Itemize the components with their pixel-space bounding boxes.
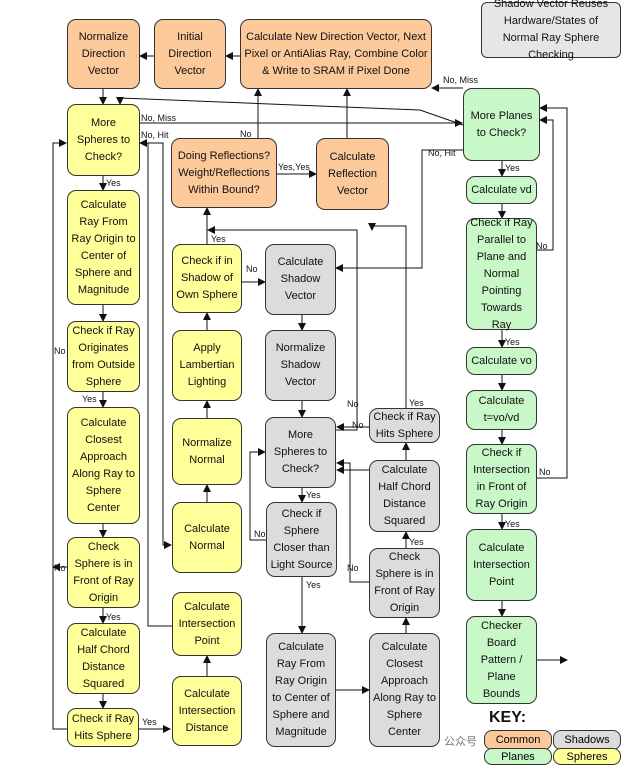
doing-reflections-decision: Doing Reflections? Weight/Reflections Wi… bbox=[171, 138, 277, 208]
check-sphere-in-front: Check Sphere is in Front of Ray Origin bbox=[67, 537, 140, 608]
label-no-reflections: No bbox=[240, 129, 252, 139]
edge-planes-nohit-to-spheres bbox=[116, 97, 464, 126]
calculate-intersection-point: Calculate Intersection Point bbox=[172, 592, 242, 656]
label-no-shadow-own: No bbox=[246, 264, 258, 274]
label-yes-planes: Yes bbox=[505, 163, 520, 173]
label-yes-spheres: Yes bbox=[106, 178, 121, 188]
edge-planes-nohit-to-shadowvector bbox=[335, 149, 463, 272]
label-yes-morespheres-shadow: Yes bbox=[306, 490, 321, 500]
calculate-new-direction-vector: Calculate New Direction Vector, Next Pix… bbox=[240, 19, 432, 89]
edge-morespheres-no-to-reflections bbox=[207, 226, 358, 431]
label-yes-yes: Yes,Yes bbox=[278, 162, 310, 172]
label-no-parallel: No bbox=[536, 241, 548, 251]
calculate-t: Calculate t=vo/vd bbox=[466, 390, 537, 430]
more-spheres-shadow-check: More Spheres to Check? bbox=[265, 417, 336, 488]
half-chord-shadow: Calculate Half Chord Distance Squared bbox=[369, 460, 440, 532]
calculate-half-chord: Calculate Half Chord Distance Squared bbox=[67, 623, 140, 694]
key-title: KEY: bbox=[489, 709, 527, 726]
normalize-normal: Normalize Normal bbox=[172, 418, 242, 485]
label-yes-half-chord-shadow: Yes bbox=[409, 537, 424, 547]
check-ray-outside-sphere: Check if Ray Originates from Outside Sph… bbox=[67, 321, 140, 392]
label-no-miss-planes: No, Miss bbox=[443, 75, 479, 85]
label-yes-shadow-own: Yes bbox=[211, 234, 226, 244]
label-no-morespheres-shadow: No bbox=[347, 399, 359, 409]
calculate-intersection-distance: Calculate Intersection Distance bbox=[172, 676, 242, 746]
check-sphere-closer-than-light: Check if Sphere Closer than Light Source bbox=[266, 502, 337, 577]
shadow-reuse-note: Shadow Vector Reuses Hardware/States of … bbox=[481, 0, 621, 61]
label-yes-outside: Yes bbox=[82, 394, 97, 404]
check-ray-parallel-to-plane: Check if Ray Parallel to Plane and Norma… bbox=[466, 217, 537, 331]
normalize-shadow-vector: Normalize Shadow Vector bbox=[265, 330, 336, 401]
label-no-front: No bbox=[54, 563, 66, 573]
check-sphere-front-shadow: Check Sphere is in Front of Ray Origin bbox=[369, 548, 440, 618]
calculate-vd: Calculate vd bbox=[466, 176, 537, 204]
calculate-shadow-vector: Calculate Shadow Vector bbox=[265, 244, 336, 315]
label-yes-front: Yes bbox=[106, 612, 121, 622]
label-yes-hits-shadow: Yes bbox=[409, 398, 424, 408]
calculate-reflection-vector: Calculate Reflection Vector bbox=[316, 138, 389, 210]
key-common: Common bbox=[484, 730, 552, 750]
key-spheres: Spheres bbox=[553, 748, 621, 765]
label-no-outside: No bbox=[54, 346, 66, 356]
check-ray-hits-sphere: Check if Ray Hits Sphere bbox=[67, 708, 139, 747]
closest-approach-shadow: Calculate Closest Approach Along Ray to … bbox=[369, 633, 440, 747]
apply-lambertian-lighting: Apply Lambertian Lighting bbox=[172, 330, 242, 401]
key-planes: Planes bbox=[484, 748, 552, 765]
label-yes-parallel: Yes bbox=[505, 337, 520, 347]
more-spheres-to-check: More Spheres to Check? bbox=[67, 104, 140, 176]
calculate-closest-approach: Calculate Closest Approach Along Ray to … bbox=[67, 407, 140, 524]
key-shadows: Shadows bbox=[553, 730, 621, 750]
label-no-intersection-front: No bbox=[539, 467, 551, 477]
edge-closer-no-to-morespheres bbox=[249, 448, 266, 541]
watermark: 公众号 bbox=[444, 736, 477, 748]
edge-intersection-to-spheres bbox=[139, 139, 172, 627]
edge-spheres-nohit-to-normal bbox=[140, 142, 172, 549]
edge-frontshadow-no-to-morespheres bbox=[336, 459, 369, 583]
calculate-vo: Calculate vo bbox=[466, 347, 537, 375]
check-ray-hits-sphere-shadow: Check if Ray Hits Sphere bbox=[369, 408, 440, 443]
edge-front-no-to-planes bbox=[537, 104, 568, 479]
edge-parallel-no-to-planes bbox=[537, 116, 554, 251]
edge-hits-no-to-spheres bbox=[52, 139, 67, 730]
edge-hitsshadow-yes-to-reflections bbox=[368, 223, 407, 408]
label-no-hit: No, Hit bbox=[141, 130, 169, 140]
label-no-miss: No, Miss bbox=[141, 113, 177, 123]
check-shadow-own-sphere: Check if in Shadow of Own Sphere bbox=[172, 244, 242, 313]
initial-direction-vector: Initial Direction Vector bbox=[154, 19, 226, 89]
label-yes-hits: Yes bbox=[142, 717, 157, 727]
calculate-intersection-point-plane: Calculate Intersection Point bbox=[466, 529, 537, 601]
check-intersection-in-front: Check if Intersection in Front of Ray Or… bbox=[466, 444, 537, 514]
calculate-normal: Calculate Normal bbox=[172, 502, 242, 573]
label-no-hits-shadow: No bbox=[352, 420, 364, 430]
calculate-ray-origin-to-center: Calculate Ray From Ray Origin to Center … bbox=[67, 190, 140, 305]
shadow-ray-origin-to-center: Calculate Ray From Ray Origin to Center … bbox=[266, 633, 336, 747]
label-no-hit-planes: No, Hit bbox=[428, 148, 456, 158]
label-no-front-shadow: No bbox=[347, 563, 359, 573]
label-no-closer: No bbox=[254, 529, 266, 539]
checker-board-pattern: Checker Board Pattern / Plane Bounds bbox=[466, 616, 537, 704]
normalize-direction-vector: Normalize Direction Vector bbox=[67, 19, 140, 89]
more-planes-to-check: More Planes to Check? bbox=[463, 88, 540, 161]
label-yes-intersection-front: Yes bbox=[505, 519, 520, 529]
label-yes-closer: Yes bbox=[306, 580, 321, 590]
